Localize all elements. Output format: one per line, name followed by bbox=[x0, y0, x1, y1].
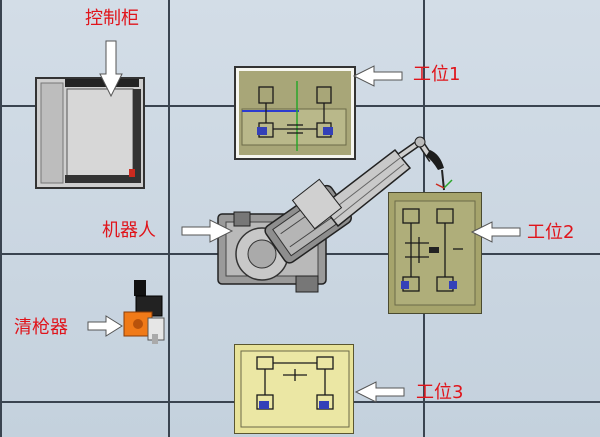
label-control-cabinet: 控制柜 bbox=[85, 8, 139, 29]
station-3-fixture bbox=[240, 350, 350, 428]
arrow-left-icon bbox=[470, 221, 521, 243]
arrow-left-icon bbox=[354, 381, 405, 403]
robot-forearm bbox=[397, 136, 453, 191]
control-cabinet-drawing bbox=[37, 79, 143, 187]
station-1 bbox=[234, 66, 356, 160]
label-station-1: 工位1 bbox=[413, 64, 461, 85]
station-3 bbox=[234, 344, 354, 434]
arrow-right-icon bbox=[87, 315, 123, 337]
station-1-table bbox=[239, 71, 351, 155]
station-2-fixture bbox=[394, 200, 476, 306]
grid-line bbox=[0, 0, 2, 437]
station-1-fixture bbox=[241, 81, 347, 151]
robot-upper-arm bbox=[291, 148, 412, 230]
grid-line bbox=[168, 0, 170, 437]
label-station-3: 工位3 bbox=[416, 382, 464, 403]
label-robot: 机器人 bbox=[102, 220, 156, 241]
gun-cleaner bbox=[123, 280, 165, 344]
label-station-2: 工位2 bbox=[527, 222, 575, 243]
control-cabinet bbox=[35, 77, 145, 189]
arrow-left-icon bbox=[352, 65, 403, 87]
arrow-down-icon bbox=[99, 40, 123, 98]
arrow-right-icon bbox=[181, 219, 234, 243]
station-2 bbox=[388, 192, 482, 314]
label-gun-cleaner: 清枪器 bbox=[14, 317, 68, 338]
